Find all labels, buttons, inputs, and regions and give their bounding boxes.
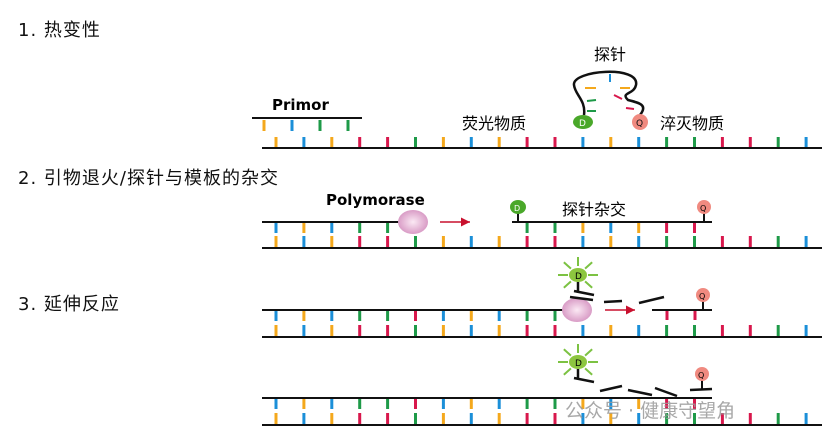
light-ray <box>563 280 572 289</box>
light-ray <box>563 261 572 270</box>
reporter-dye-icon <box>569 355 587 369</box>
light-ray <box>584 367 593 376</box>
quencher-label: 淬灭物质 <box>660 114 724 133</box>
step-2-heading: 2. 引物退火/探针与模板的杂交 <box>18 168 279 189</box>
step-1-heading: 1. 热变性 <box>18 20 101 41</box>
svg-text:Q: Q <box>700 204 706 213</box>
quencher-dye-icon: Q <box>696 288 710 302</box>
reporter-dye-icon: D <box>573 115 593 129</box>
light-ray <box>584 280 593 289</box>
step-3-heading: 3. 延伸反应 <box>18 294 120 315</box>
svg-text:Q: Q <box>636 119 643 129</box>
svg-text:D: D <box>514 204 520 213</box>
probe-hybridization-label: 探针杂交 <box>562 200 626 219</box>
quencher-dye-icon: Q <box>695 367 709 381</box>
reporter-dye-icon <box>569 268 587 282</box>
fluorescence-burst-icon: D <box>558 344 598 384</box>
reporter-dye-icon: D <box>510 200 526 214</box>
primer-label: Primor <box>272 96 329 114</box>
polymerase-icon <box>398 210 428 234</box>
light-ray <box>584 261 593 270</box>
svg-text:Q: Q <box>698 371 704 380</box>
svg-text:D: D <box>579 119 586 129</box>
fluorophore-label: 荧光物质 <box>462 114 526 133</box>
polymerase-label: Polymorase <box>326 191 425 209</box>
svg-text:Q: Q <box>699 292 705 301</box>
probe-hairpin <box>572 70 645 116</box>
fluorescence-burst-icon: D <box>558 257 598 297</box>
light-ray <box>563 367 572 376</box>
light-ray <box>584 348 593 357</box>
quencher-dye-icon: Q <box>632 114 648 130</box>
reporter-letter: D <box>575 359 582 369</box>
polymerase-icon <box>562 298 592 322</box>
watermark: 公众号 · 健康守望角 <box>565 400 736 422</box>
reporter-letter: D <box>575 272 582 282</box>
probe-label: 探针 <box>594 45 626 64</box>
quencher-dye-icon: Q <box>697 200 711 214</box>
light-ray <box>563 348 572 357</box>
